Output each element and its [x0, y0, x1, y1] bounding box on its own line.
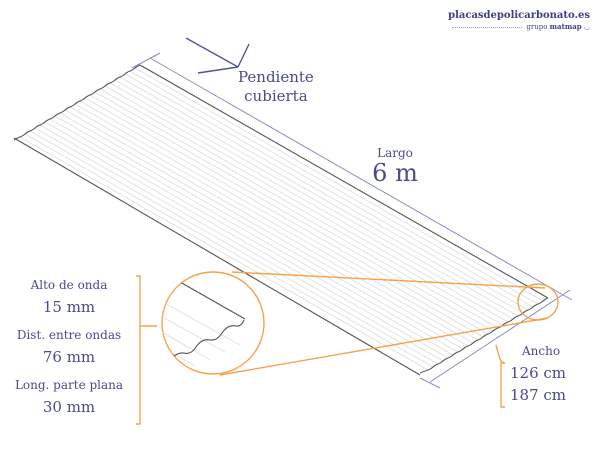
slope-label-line1: Pendiente	[238, 68, 314, 86]
slope-label-line2: cubierta	[244, 87, 308, 105]
specs-panel: Alto de onda 15 mm Dist. entre ondas 76 …	[10, 278, 128, 428]
spec-value: 76 mm	[42, 348, 96, 366]
brand-sub-prefix: grupo	[526, 23, 548, 31]
magnified-wave-detail	[161, 271, 265, 375]
brand-sub-name: matmap	[549, 22, 582, 31]
width-bracket	[495, 344, 506, 408]
slope-arrow-icon	[185, 37, 250, 74]
brand-logo: placasdepolicarbonato.es grupo matmap ◡	[448, 10, 590, 31]
corrugation-lines	[19, 65, 548, 371]
zoom-connector	[219, 271, 559, 376]
spec-value: 15 mm	[42, 298, 96, 316]
slope-label: Pendiente cubierta	[238, 68, 314, 106]
length-title: Largo	[377, 146, 413, 160]
width-dimension-line	[419, 289, 571, 389]
spec-title: Dist. entre ondas	[16, 328, 122, 342]
sheet-outline	[13, 64, 549, 376]
spec-value: 30 mm	[42, 398, 96, 416]
tooth-icon: ◡	[583, 23, 590, 31]
width-title: Ancho	[522, 344, 561, 358]
spec-title: Alto de onda	[30, 278, 108, 292]
specs-bracket	[136, 275, 157, 425]
width-value: 187 cm	[510, 386, 567, 404]
spec-title: Long. parte plana	[14, 378, 124, 392]
width-label: Ancho	[522, 344, 560, 358]
length-label: Largo 6 m	[370, 146, 420, 186]
width-value: 126 cm	[510, 364, 567, 382]
length-value: 6 m	[372, 159, 418, 187]
brand-name: placasdepolicarbonato.es	[448, 10, 590, 21]
width-values: 126 cm 187 cm	[510, 362, 566, 406]
length-dimension-line	[131, 52, 573, 301]
